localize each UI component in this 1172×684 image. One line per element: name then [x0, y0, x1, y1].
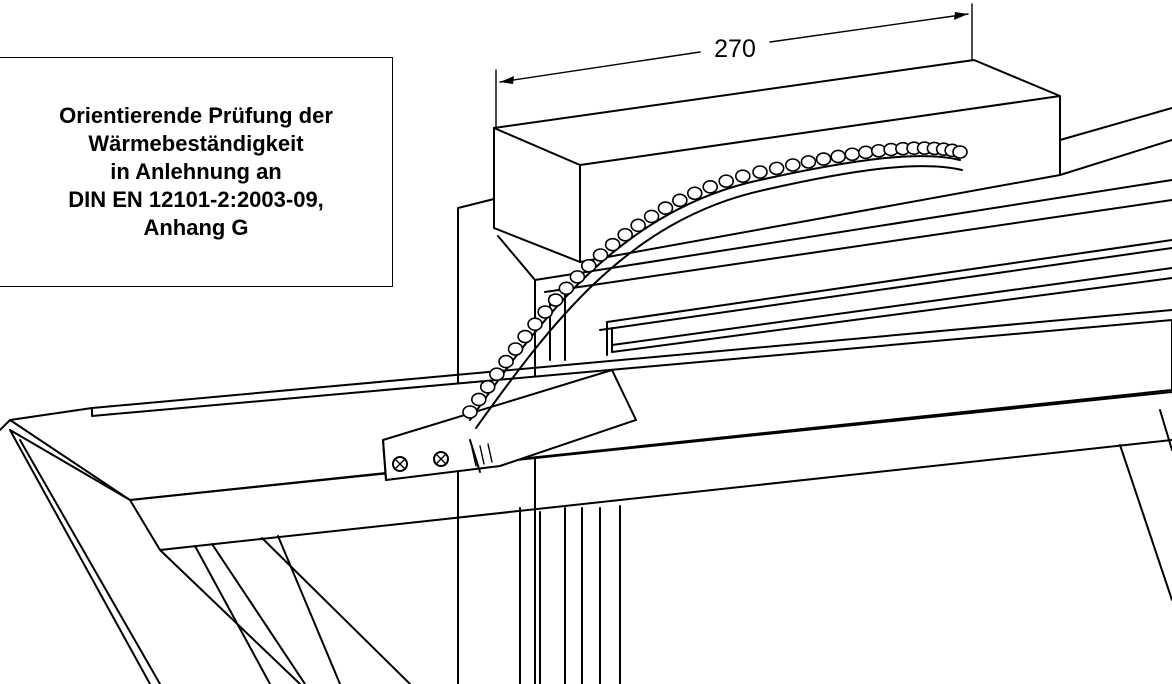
bead	[858, 145, 874, 160]
bead	[592, 248, 609, 262]
bead	[489, 367, 505, 382]
bead	[686, 186, 703, 201]
caption-line: DIN EN 12101-2:2003-09,	[68, 187, 324, 212]
bead	[471, 392, 487, 407]
bead	[630, 218, 646, 233]
caption-line: Wärmebeständigkeit	[88, 131, 304, 156]
dimension-line	[495, 3, 973, 129]
caption-line: Anhang G	[143, 215, 249, 240]
dimension-label: 270	[702, 35, 768, 63]
bead	[952, 145, 968, 159]
bead	[547, 293, 564, 307]
bead	[643, 209, 660, 224]
caption-box: Orientierende Prüfung der Wärmebeständig…	[0, 57, 393, 287]
bead	[558, 281, 575, 296]
bead	[800, 155, 817, 169]
bead	[537, 305, 553, 319]
bead	[768, 161, 785, 176]
bead	[517, 329, 533, 344]
bead	[507, 342, 524, 356]
test-box	[493, 59, 1172, 263]
bead	[479, 380, 496, 394]
bead	[527, 317, 543, 331]
bracket	[382, 369, 637, 481]
test-strip	[462, 141, 968, 429]
bead	[617, 227, 633, 242]
bead	[752, 165, 768, 179]
bead	[604, 237, 621, 252]
bead	[815, 152, 832, 166]
bead	[830, 149, 847, 164]
bead	[735, 169, 751, 183]
caption-line: Orientierende Prüfung der	[59, 103, 333, 128]
vertical-frame	[457, 179, 1172, 684]
sash-frame	[0, 309, 1172, 684]
bead	[498, 354, 514, 369]
bead	[580, 258, 597, 273]
bead	[569, 270, 586, 284]
caption-line: in Anlehnung an	[110, 159, 282, 184]
bead	[702, 180, 719, 194]
bead	[718, 174, 735, 188]
bead	[657, 201, 674, 215]
bead	[784, 158, 801, 172]
bead	[462, 405, 478, 419]
bead	[844, 147, 861, 162]
bead	[672, 193, 688, 208]
